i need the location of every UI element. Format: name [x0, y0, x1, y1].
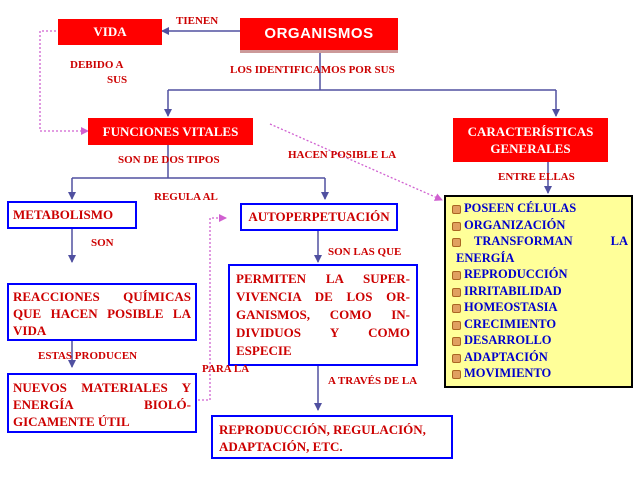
label-regula-al: REGULA AL	[154, 191, 218, 203]
node-reproduccion-regulacion-text: REPRODUCCIÓN, REGULACIÓN, ADAPTACIÓN, ET…	[219, 422, 426, 454]
list-item: ORGANIZACIÓN	[452, 217, 628, 234]
list-item: IRRITABILIDAD	[452, 283, 628, 300]
label-sus: SUS	[107, 74, 128, 86]
node-organismos-text: ORGANISMOS	[264, 25, 374, 42]
node-nuevos-materiales: NUEVOS MATERIALES Y ENERGÍA BIOLÓ-GICAME…	[7, 373, 197, 433]
label-son-las-que: SON LAS QUE	[328, 246, 402, 258]
label-a-traves-de-la: A TRAVÉS DE LA	[328, 375, 418, 387]
node-vida: VIDA	[58, 19, 162, 45]
list-item: TRANSFORMAN LA	[452, 233, 628, 250]
list-item: ADAPTACIÓN	[452, 349, 628, 366]
list-item: DESARROLLO	[452, 332, 628, 349]
node-reacciones-quimicas: REACCIONES QUÍMICAS QUE HACEN POSIBLE LA…	[7, 283, 197, 341]
label-para-la: PARA LA	[202, 363, 250, 375]
node-autoperpetuacion: AUTOPERPETUACIÓN	[240, 203, 398, 231]
node-caracteristicas-lista: POSEEN CÉLULAS ORGANIZACIÓN TRANSFORMAN …	[444, 195, 633, 388]
edge-nuevos-autoperpetuacion-dotted	[198, 214, 227, 401]
node-funciones-vitales: FUNCIONES VITALES	[88, 118, 253, 145]
node-permiten-supervivencia: PERMITEN LA SUPER-VIVENCIA DE LOS OR-GAN…	[228, 264, 418, 366]
node-vida-text: VIDA	[93, 24, 127, 39]
node-nuevos-materiales-text: NUEVOS MATERIALES Y ENERGÍA BIOLÓ-GICAME…	[13, 380, 191, 429]
list-item: CRECIMIENTO	[452, 316, 628, 333]
edge-vida-funciones-dotted	[39, 30, 89, 135]
list-item: REPRODUCCIÓN	[452, 266, 628, 283]
node-caracteristicas-generales: CARACTERÍSTICAS GENERALES	[453, 118, 608, 162]
node-funciones-vitales-text: FUNCIONES VITALES	[102, 123, 239, 139]
label-tienen: TIENEN	[176, 15, 219, 27]
list-item: MOVIMIENTO	[452, 365, 628, 382]
label-son-de-dos-tipos: SON DE DOS TIPOS	[118, 154, 220, 166]
node-organismos: ORGANISMOS	[240, 18, 398, 53]
node-metabolismo-text: METABOLISMO	[13, 207, 114, 222]
label-entre-ellas: ENTRE ELLAS	[498, 171, 575, 183]
label-debido-a: DEBIDO A	[70, 59, 124, 71]
node-reproduccion-regulacion: REPRODUCCIÓN, REGULACIÓN, ADAPTACIÓN, ET…	[211, 415, 453, 459]
list-item-continuation: ENERGÍA	[456, 250, 515, 265]
node-autoperpetuacion-text: AUTOPERPETUACIÓN	[248, 209, 390, 224]
node-reacciones-quimicas-text: REACCIONES QUÍMICAS QUE HACEN POSIBLE LA…	[13, 289, 191, 338]
list-item: POSEEN CÉLULAS	[452, 200, 628, 217]
caracteristicas-list: POSEEN CÉLULAS ORGANIZACIÓN TRANSFORMAN …	[452, 200, 628, 382]
label-hacen-posible-la: HACEN POSIBLE LA	[288, 149, 397, 161]
label-son: SON	[91, 237, 114, 249]
label-estas-producen: ESTAS PRODUCEN	[38, 350, 138, 362]
edge-funciones-lista-dotted	[269, 123, 443, 201]
node-metabolismo: METABOLISMO	[7, 201, 137, 229]
node-caracteristicas-generales-text: CARACTERÍSTICAS GENERALES	[467, 124, 594, 156]
list-item: HOMEOSTASIA	[452, 299, 628, 316]
node-permiten-supervivencia-text: PERMITEN LA SUPER-VIVENCIA DE LOS OR-GAN…	[236, 271, 410, 358]
label-los-identificamos: LOS IDENTIFICAMOS POR SUS	[230, 64, 395, 76]
